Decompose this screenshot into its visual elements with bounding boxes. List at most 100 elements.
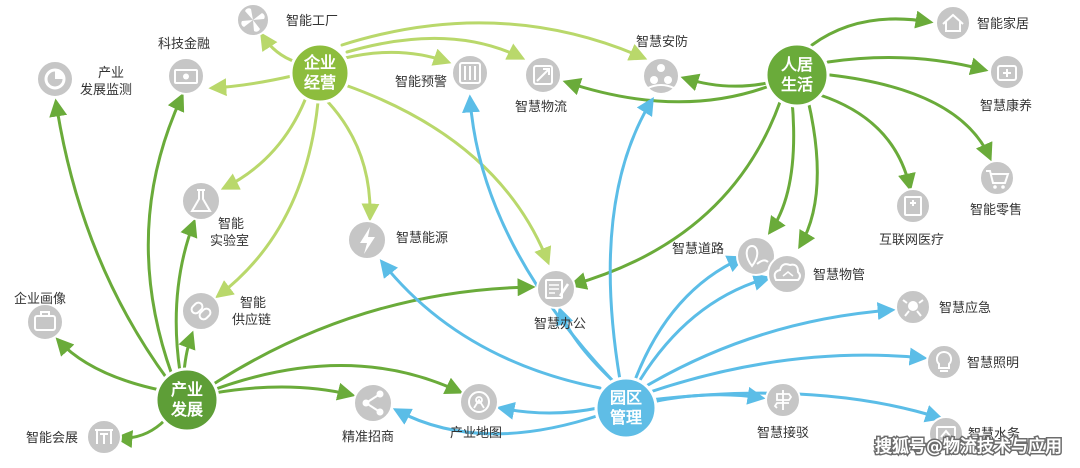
node-smart-property: 智慧物管: [767, 254, 865, 294]
connector-park-office: [556, 306, 614, 382]
node-smart-emergency: 智慧应急: [895, 289, 991, 325]
connector-industry-invest: [212, 382, 356, 401]
chain-link-icon: [181, 291, 221, 331]
smart-home-label: 智能家居: [977, 16, 1029, 32]
hub-park-line2: 管理: [610, 408, 642, 427]
connector-industry-expo: [114, 418, 167, 449]
hub-living: 人居 生活: [764, 42, 830, 108]
node-smart-energy: 智慧能源: [347, 220, 448, 260]
node-smart-health: 智慧康养: [980, 54, 1032, 114]
medical-kit-icon: [989, 54, 1025, 90]
house-icon: [935, 5, 971, 41]
connector-enterprise-lab: [220, 98, 307, 190]
connector-park-emergency: [646, 302, 896, 387]
node-smart-warning: 智能预警: [395, 54, 489, 92]
industry-map-label: 产业地图: [450, 426, 502, 441]
connector-enterprise-logistics: [345, 36, 526, 60]
location-pin-icon: [736, 236, 776, 276]
connector-park-warning: [462, 94, 614, 382]
cloud-house-icon: [767, 254, 807, 294]
briefcase-icon: [26, 303, 64, 341]
node-smart-road: 智慧道路: [672, 236, 776, 276]
hub-industry: 产业 发展: [154, 367, 220, 433]
smart-property-label: 智慧物管: [813, 267, 865, 283]
connector-park-energy: [379, 259, 602, 390]
share-icon: [353, 383, 393, 423]
smart-security-label: 智慧安防: [636, 34, 688, 50]
connector-enterprise-fintech: [208, 74, 294, 97]
light-bulb-icon: [926, 344, 962, 380]
connector-park-pickup: [650, 386, 766, 405]
connector-industry-profile: [55, 337, 162, 392]
node-smart-water: 智慧水务: [928, 416, 1020, 452]
connector-park-invest: [392, 408, 602, 436]
connector-park-property: [638, 273, 772, 382]
smart-energy-label: 智慧能源: [396, 230, 448, 246]
hub-industry-line1: 产业: [171, 380, 203, 399]
exhibition-icon: [86, 419, 122, 455]
connectors: [49, 10, 993, 449]
hub-enterprise-line1: 企业: [303, 53, 336, 72]
smart-factory-label: 智能工厂: [286, 14, 338, 29]
smart-emergency-label: 智慧应急: [939, 300, 991, 316]
enterprise-profile-label: 企业画像: [14, 291, 66, 307]
pie-chart-icon: [36, 60, 74, 98]
connector-park-lighting: [648, 347, 928, 394]
connector-living-medical: [818, 93, 916, 192]
internet-medical-label: 互联网医疗: [879, 233, 944, 248]
connector-enterprise-office: [343, 83, 552, 266]
hub-industry-line2: 发展: [170, 400, 204, 419]
flask-icon: [181, 181, 221, 221]
connector-enterprise-supply: [215, 100, 320, 299]
node-smart-retail: 智能零售: [970, 160, 1022, 218]
connector-living-road: [767, 98, 796, 235]
node-smart-pickup: 智慧接驳: [757, 382, 809, 441]
node-industry-map: 产业地图: [450, 382, 502, 441]
connector-park-security: [608, 96, 654, 382]
hospital-icon: [895, 188, 931, 224]
node-smart-security: 智慧安防: [636, 34, 688, 95]
hub-park-line1: 园区: [610, 388, 642, 407]
precise-invest-label: 精准招商: [342, 430, 394, 445]
smart-retail-label: 智能零售: [970, 202, 1022, 218]
hub-park: 园区 管理: [594, 376, 658, 440]
connector-industry-office: [210, 278, 536, 387]
node-smart-lab: 智能 实验室: [181, 181, 249, 249]
smart-pickup-label: 智慧接驳: [757, 425, 809, 441]
node-smart-expo: 智能会展: [26, 419, 122, 455]
hub-enterprise: 企业 经营: [289, 42, 351, 104]
smart-lab-line1: 智能: [218, 217, 244, 232]
smart-warning-label: 智能预警: [395, 74, 447, 90]
smart-lab-line2: 实验室: [210, 233, 249, 249]
connector-park-road: [633, 255, 746, 382]
document-pen-icon: [536, 269, 576, 309]
connector-industry-lab: [174, 218, 198, 374]
industry-monitor-line1: 产业: [98, 66, 124, 81]
node-precise-invest: 精准招商: [342, 383, 394, 445]
smart-health-label: 智慧康养: [980, 98, 1032, 114]
connector-enterprise-factory: [260, 31, 298, 64]
node-smart-supply: 智能 供应链: [181, 291, 271, 331]
node-fintech: 科技金融: [158, 36, 210, 95]
connector-living-home: [810, 10, 934, 47]
node-smart-factory: 智能工厂: [236, 3, 338, 37]
node-smart-logistics: 智慧物流: [515, 56, 567, 115]
node-smart-home: 智能家居: [935, 5, 1029, 41]
smart-water-label: 智慧水务: [968, 426, 1020, 442]
connector-living-property: [798, 98, 819, 250]
node-smart-office: 智慧办公: [534, 269, 586, 332]
signpost-icon: [765, 382, 801, 418]
people-network-icon: [642, 57, 680, 95]
node-industry-monitor: 产业 发展监测: [36, 60, 132, 98]
smart-road-label: 智慧道路: [672, 241, 724, 257]
connector-living-health: [826, 56, 989, 75]
connector-living-retail: [828, 73, 993, 162]
smart-office-label: 智慧办公: [534, 316, 586, 332]
connector-park-map: [496, 401, 600, 420]
smart-expo-label: 智能会展: [26, 431, 78, 446]
smart-logistics-label: 智慧物流: [515, 99, 567, 115]
node-internet-medical: 互联网医疗: [879, 188, 944, 248]
emergency-icon: [895, 289, 931, 325]
watermark: 搜狐号@物流技术与应用: [875, 436, 1062, 457]
